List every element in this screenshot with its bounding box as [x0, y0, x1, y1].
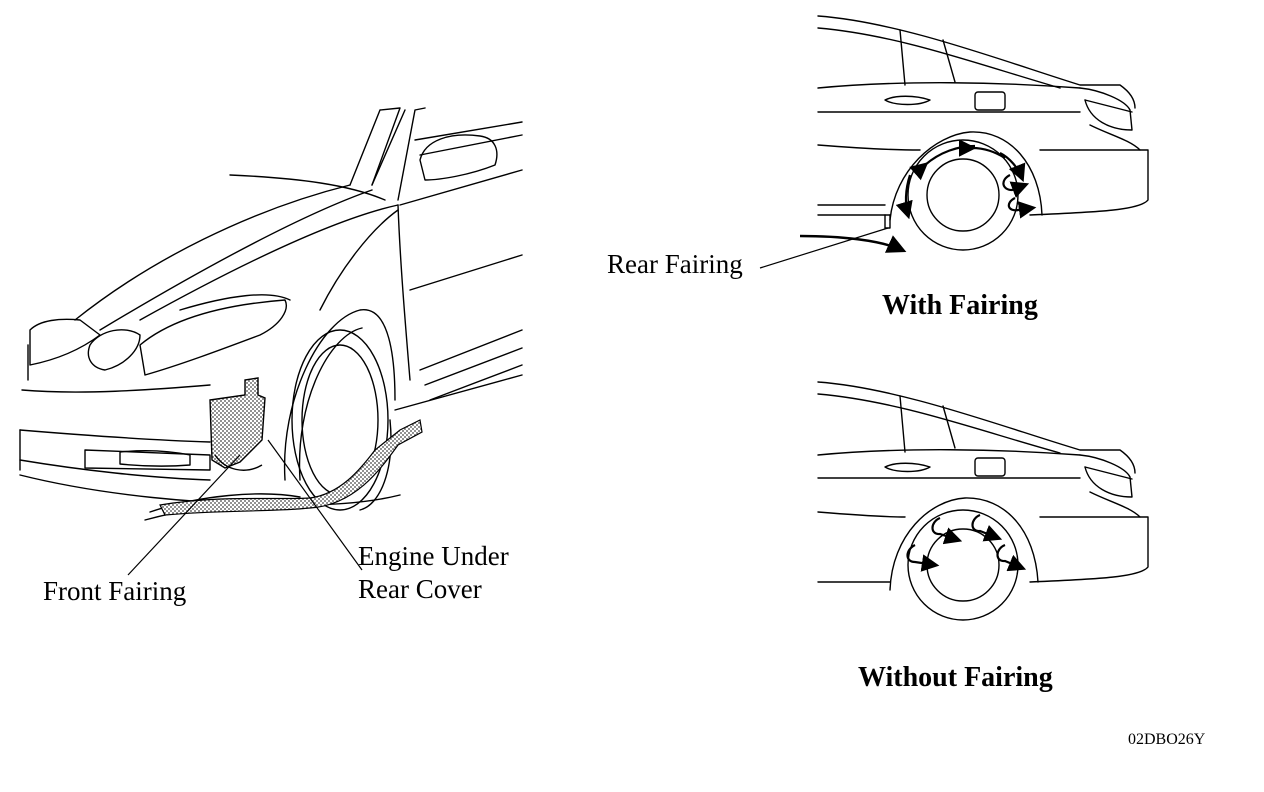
- front-leader-lines: [127, 439, 363, 576]
- turbulence-arrows-without-fairing: [906, 513, 1027, 572]
- airflow-arrows-with-fairing: [895, 139, 1037, 220]
- rear-fairing-leader: [759, 227, 907, 269]
- engine-under-rear-cover-label-line2: Rear Cover: [358, 574, 482, 604]
- with-fairing-caption: With Fairing: [882, 290, 1038, 321]
- front-fairing-part: [209, 377, 266, 471]
- engine-under-rear-cover-label-line1: Engine Under: [358, 541, 509, 571]
- rear-car-without-fairing: [817, 381, 1149, 621]
- rear-car-with-fairing: [817, 15, 1149, 251]
- front-fairing-label: Front Fairing: [43, 576, 187, 606]
- front-airflow-arrow: [159, 419, 423, 516]
- figure-code: 02DBO26Y: [1128, 731, 1206, 748]
- without-fairing-caption: Without Fairing: [858, 662, 1053, 693]
- front-car-drawing: [19, 107, 523, 521]
- rear-fairing-label: Rear Fairing: [607, 249, 743, 279]
